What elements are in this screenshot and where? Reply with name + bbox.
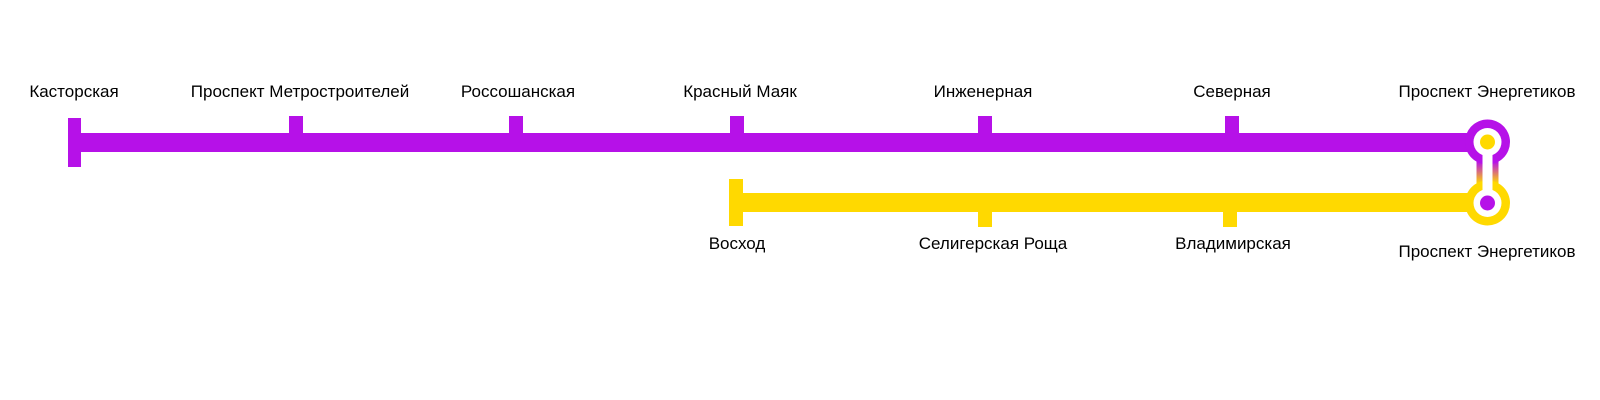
station-label-kastorskaya[interactable]: Касторская xyxy=(29,82,119,101)
station-label-krasny-mayak[interactable]: Красный Маяк xyxy=(683,82,797,101)
station-tick-vladimirskaya[interactable] xyxy=(1223,203,1237,227)
station-tick-inzhenernaya[interactable] xyxy=(978,116,992,152)
transfer-dot-top xyxy=(1480,134,1495,150)
station-tick-krasny-mayak[interactable] xyxy=(730,116,744,152)
station-tick-voskhod[interactable] xyxy=(729,179,743,226)
station-label-seligerskaya-roshcha[interactable]: Селигерская Роща xyxy=(918,234,1068,253)
station-tick-rossoshanskaya[interactable] xyxy=(509,116,523,152)
purple-line-bar xyxy=(68,133,1487,152)
station-label-voskhod[interactable]: Восход xyxy=(708,234,766,253)
transfer-connector-inner xyxy=(1482,142,1493,203)
station-tick-kastorskaya[interactable] xyxy=(68,118,81,167)
station-tick-severnaya[interactable] xyxy=(1225,116,1239,152)
station-tick-seligerskaya-roshcha[interactable] xyxy=(978,203,992,227)
station-label-inzhenernaya[interactable]: Инженерная xyxy=(933,82,1033,101)
yellow-line-bar xyxy=(729,193,1488,212)
station-label-severnaya[interactable]: Северная xyxy=(1193,82,1271,101)
transfer-dot-bottom xyxy=(1480,195,1495,211)
transfer-icon-prospekt-energetikov[interactable] xyxy=(1465,119,1510,226)
station-label-prospekt-energetikov-bottom[interactable]: Проспект Энергетиков xyxy=(1398,242,1576,261)
station-label-prospekt-energetikov-top[interactable]: Проспект Энергетиков xyxy=(1398,82,1576,101)
station-tick-prospekt-metrostroiteley[interactable] xyxy=(289,116,303,152)
station-label-prospekt-metrostroiteley[interactable]: Проспект Метростроителей xyxy=(190,82,410,101)
station-label-rossoshanskaya[interactable]: Россошанская xyxy=(460,82,576,101)
station-label-vladimirskaya[interactable]: Владимирская xyxy=(1175,234,1291,253)
